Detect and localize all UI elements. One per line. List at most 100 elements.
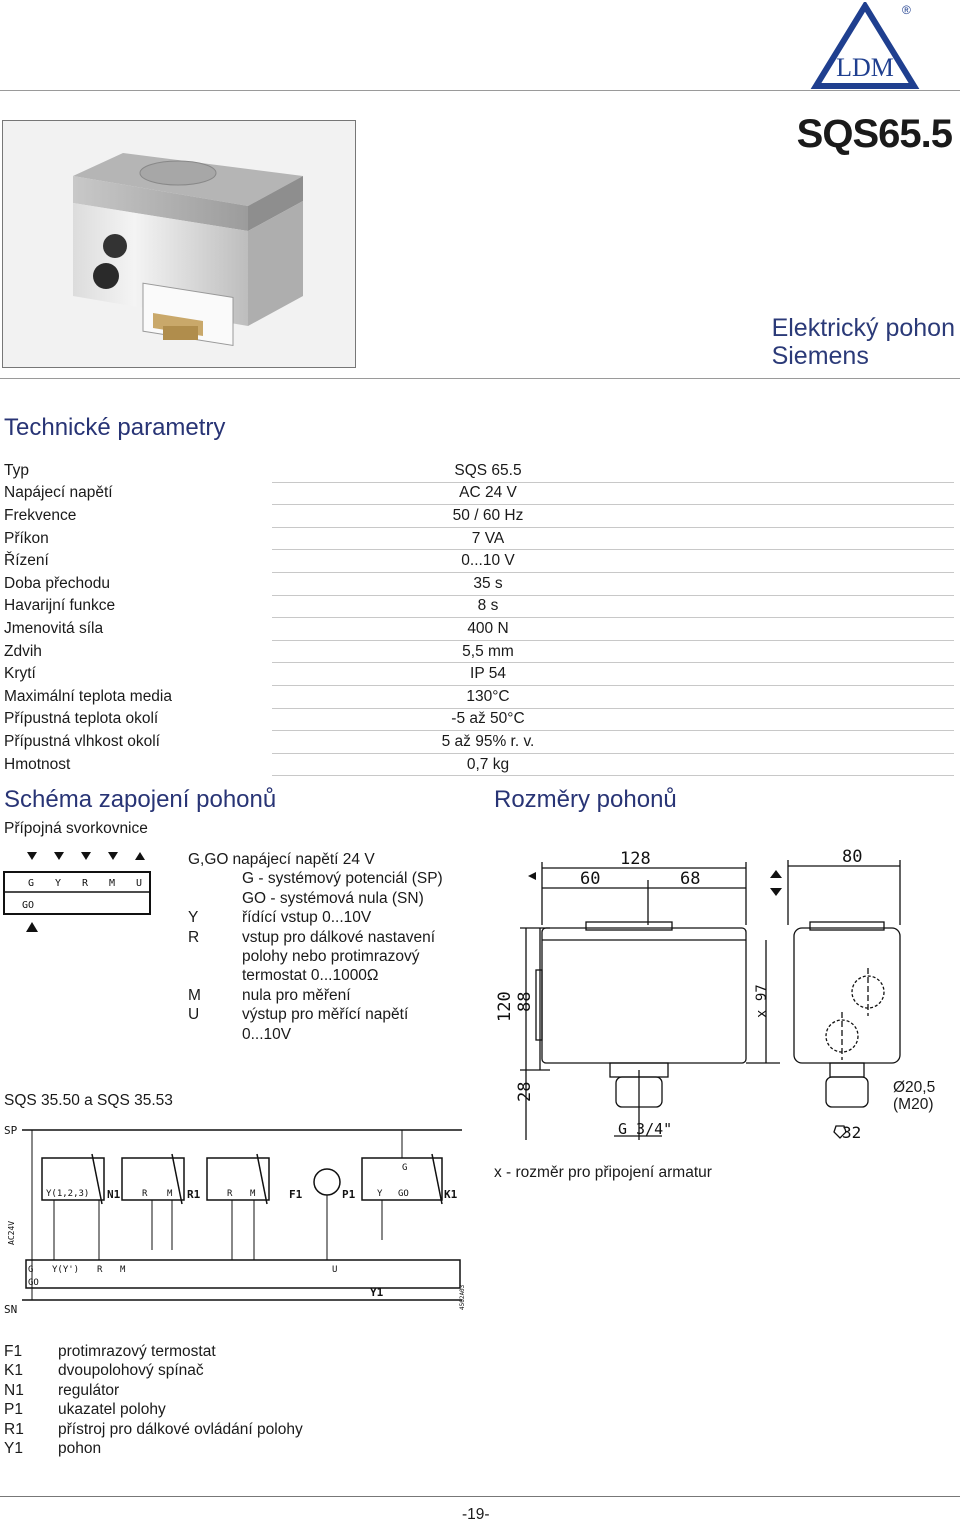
legend-text: dvoupolohový spínač: [58, 1362, 204, 1380]
legend-text: regulátor: [58, 1381, 120, 1399]
param-value: 0,7 kg: [326, 753, 650, 777]
wiring-heading: Schéma zapojení pohonů: [4, 786, 277, 813]
svg-text:4562A03: 4562A03: [459, 1284, 466, 1310]
param-value: 400 N: [326, 617, 650, 641]
svg-text:M: M: [250, 1189, 256, 1199]
param-value: 130°C: [326, 685, 650, 709]
param-value: 0...10 V: [326, 549, 650, 573]
legend-key: F1: [4, 1343, 23, 1360]
wiring-text: G - systémový potenciál (SP): [242, 870, 443, 888]
wiring-text: polohy nebo protimrazový: [242, 948, 420, 966]
svg-text:F1: F1: [289, 1188, 303, 1201]
param-label: Typ: [4, 462, 29, 480]
svg-text:R: R: [82, 878, 89, 889]
legend-key: K1: [4, 1362, 23, 1380]
dimension-note: x - rozměr pro připojení armatur: [494, 1164, 712, 1181]
svg-text:Y(1,2,3): Y(1,2,3): [46, 1189, 89, 1199]
param-label: Příkon: [4, 529, 49, 547]
param-row: Doba přechodu 35 s: [2, 572, 954, 596]
param-value: -5 až 50°C: [326, 708, 650, 732]
legend-text: pohon: [58, 1440, 102, 1458]
param-row: Frekvence 50 / 60 Hz: [2, 504, 954, 528]
param-label: Krytí: [4, 665, 36, 683]
svg-text:AC24V: AC24V: [7, 1221, 16, 1245]
svg-text:68: 68: [680, 869, 700, 889]
param-label: Havarijní funkce: [4, 597, 116, 615]
svg-text:128: 128: [620, 849, 651, 869]
wiring-desc-line: G - systémový potenciál (SP): [188, 869, 488, 888]
svg-text:SN: SN: [4, 1303, 17, 1316]
gland-size: Ø20,5 (M20): [893, 1079, 936, 1113]
param-label: Řízení: [4, 552, 49, 570]
param-row: Napájecí napětí AC 24 V: [2, 482, 954, 506]
svg-text:G 3/4": G 3/4": [618, 1120, 672, 1138]
wiring-desc-line: 0...10V: [188, 1025, 488, 1044]
param-row: Přípustná teplota okolí -5 až 50°C: [2, 708, 954, 732]
wiring-text: řídící vstup 0...10V: [242, 909, 372, 927]
param-value: 35 s: [326, 572, 650, 596]
svg-text:Y1: Y1: [370, 1286, 384, 1299]
param-label: Frekvence: [4, 506, 77, 524]
param-label: Doba přechodu: [4, 574, 110, 592]
param-value: AC 24 V: [326, 482, 650, 506]
product-photo: [2, 120, 356, 368]
wiring-key: U: [188, 1006, 200, 1024]
svg-text:80: 80: [842, 847, 862, 867]
legend-item: K1 dvoupolohový spínač: [4, 1361, 303, 1380]
wiring-text: GO - systémová nula (SN): [242, 889, 424, 907]
svg-text:88: 88: [515, 992, 535, 1012]
svg-text:Y: Y: [377, 1189, 383, 1199]
svg-text:R: R: [97, 1265, 103, 1275]
svg-text:120: 120: [495, 991, 515, 1022]
svg-text:U: U: [136, 878, 142, 889]
svg-text:G: G: [28, 878, 34, 889]
svg-text:U: U: [332, 1265, 337, 1275]
svg-text:Y: Y: [55, 878, 61, 889]
svg-text:P1: P1: [342, 1188, 356, 1201]
dimension-drawing: 128 60 68 80 120 88 x 97 28 G 3/4": [490, 840, 960, 1150]
svg-text:R1: R1: [187, 1188, 201, 1201]
brand-logo: LDM ®: [810, 0, 920, 90]
svg-text:GO: GO: [398, 1189, 409, 1199]
logo-text: LDM: [836, 53, 894, 82]
legend-key: P1: [4, 1401, 23, 1419]
param-value: 8 s: [326, 595, 650, 619]
svg-text:M: M: [167, 1189, 173, 1199]
param-label: Přípustná vlhkost okolí: [4, 732, 160, 750]
wiring-schematic: SP SN AC24V 4562A03 N1 R1 F1 P1 K1 Y1 Y(…: [2, 1120, 472, 1320]
terminal-diagram: G Y R M U GO: [2, 848, 152, 938]
svg-text:N1: N1: [107, 1188, 121, 1201]
param-label: Napájecí napětí: [4, 484, 113, 502]
param-row: Typ SQS 65.5: [2, 460, 954, 483]
svg-text:60: 60: [580, 869, 600, 889]
param-label: Jmenovitá síla: [4, 619, 104, 637]
wiring-key: R: [188, 928, 200, 946]
svg-text:Y(Y'): Y(Y'): [52, 1265, 79, 1275]
section-rule: [0, 378, 960, 379]
legend-text: protimrazový termostat: [58, 1343, 216, 1360]
param-value: SQS 65.5: [326, 460, 650, 483]
param-label: Zdvih: [4, 642, 42, 660]
svg-text:K1: K1: [444, 1188, 458, 1201]
svg-text:R: R: [227, 1189, 233, 1199]
wiring-text: napájecí napětí 24 V: [232, 851, 375, 868]
param-value: 50 / 60 Hz: [326, 504, 650, 528]
svg-text:®: ®: [902, 3, 911, 17]
svg-text:R: R: [142, 1189, 148, 1199]
svg-text:28: 28: [515, 1082, 535, 1102]
model-title: SQS65.5: [796, 112, 953, 156]
wiring-desc-line: polohy nebo protimrazový: [188, 947, 488, 966]
svg-text:x 97: x 97: [754, 984, 770, 1018]
param-label: Přípustná teplota okolí: [4, 710, 159, 728]
